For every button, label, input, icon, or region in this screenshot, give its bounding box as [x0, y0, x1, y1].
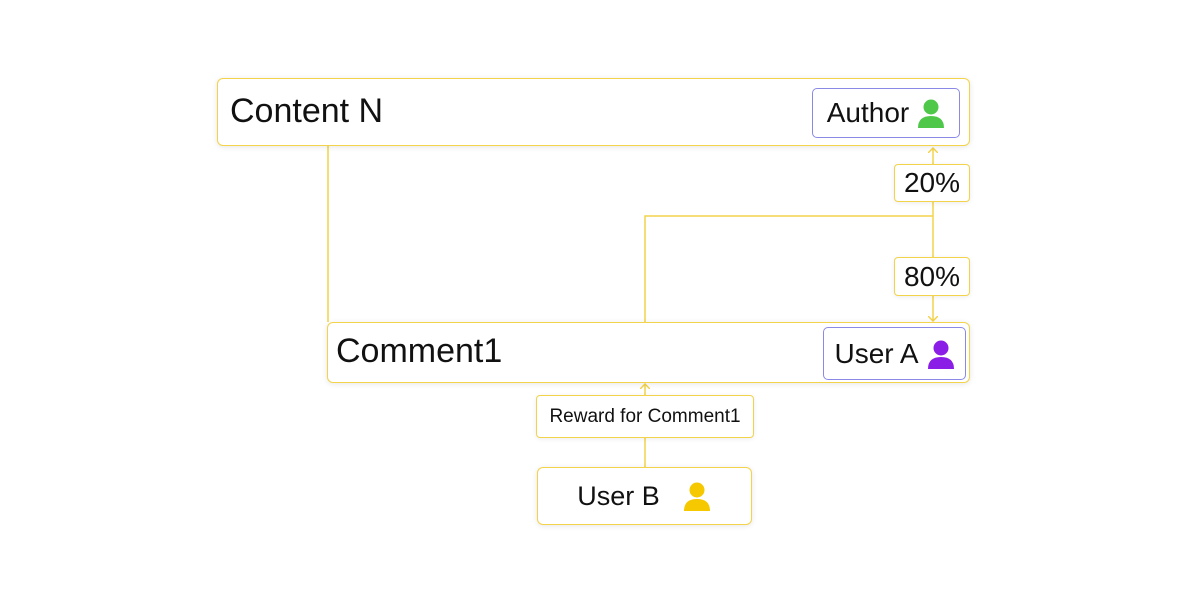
user-b-label: User B	[577, 480, 660, 511]
comment-to-split-line	[644, 215, 933, 322]
author-chip: Author	[812, 88, 960, 138]
user-a-person-icon	[927, 339, 955, 369]
user-a-chip: User A	[823, 327, 966, 380]
author-person-icon	[917, 98, 945, 128]
user-a-label: User A	[834, 337, 919, 369]
reward-label: Reward for Comment1	[536, 395, 754, 438]
content-title: Content N	[230, 92, 384, 130]
author-label: Author	[826, 97, 910, 128]
user-b-person-icon	[682, 481, 712, 511]
pct-80-label: 80%	[894, 257, 970, 296]
comment-title: Comment1	[336, 332, 503, 370]
user-b-box: User B	[537, 467, 752, 525]
comment-box: Comment1 User A	[327, 322, 970, 383]
pct-20-label: 20%	[894, 164, 970, 202]
content-box: Content N Author	[217, 78, 970, 146]
